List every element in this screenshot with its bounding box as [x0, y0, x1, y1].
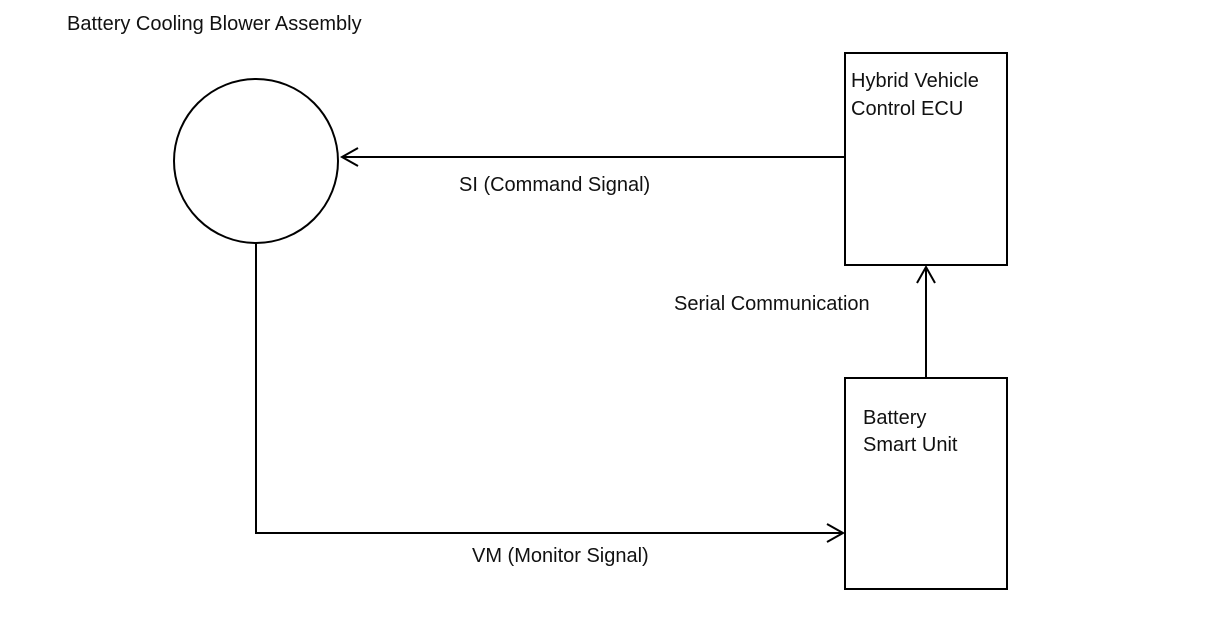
monitor-signal-line [255, 243, 843, 534]
command-signal-connector [339, 147, 845, 167]
ecu-block: Hybrid Vehicle Control ECU [844, 52, 1008, 266]
monitor-arrowhead-icon [826, 523, 846, 543]
serial-arrowhead-icon [916, 264, 936, 284]
serial-communication-connector [916, 264, 936, 378]
ecu-label-line2: Control ECU [851, 98, 963, 120]
monitor-signal-connector [255, 243, 846, 543]
blower-circle [173, 78, 339, 244]
blower-title: Battery Cooling Blower Assembly [67, 13, 362, 35]
smart-unit-label-line1: Battery [863, 407, 926, 429]
serial-communication-label: Serial Communication [674, 293, 870, 315]
command-signal-label: SI (Command Signal) [459, 174, 650, 196]
ecu-label-line1: Hybrid Vehicle [851, 70, 979, 92]
command-arrowhead-icon [339, 147, 359, 167]
monitor-signal-label: VM (Monitor Signal) [472, 545, 649, 567]
smart-unit-block: Battery Smart Unit [844, 377, 1008, 590]
smart-unit-label-line2: Smart Unit [863, 434, 958, 456]
